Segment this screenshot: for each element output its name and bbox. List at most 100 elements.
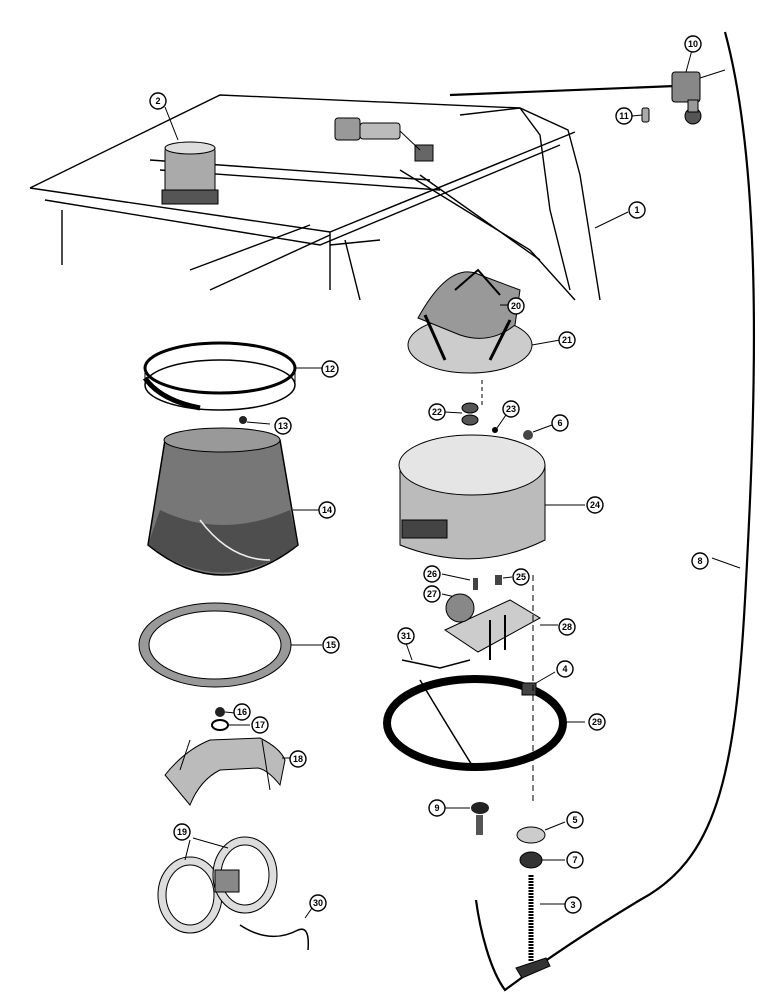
callout-30: 30 [309, 894, 327, 912]
leader-4 [535, 671, 556, 684]
callout-number: 8 [697, 556, 702, 566]
callout-4: 4 [556, 660, 574, 678]
callout-8: 8 [691, 552, 709, 570]
clip-4 [521, 682, 537, 696]
callout-number: 5 [572, 815, 577, 825]
callout-5: 5 [566, 811, 584, 829]
callout-number: 15 [326, 640, 336, 650]
callout-circle [588, 713, 606, 731]
callout-circle [251, 716, 269, 734]
callout-12: 12 [321, 360, 339, 378]
leader-21 [531, 339, 561, 346]
callout-number: 17 [255, 720, 265, 730]
motor-plate [443, 593, 542, 660]
callout-circle [428, 403, 446, 421]
callout-3: 3 [564, 896, 582, 914]
beacon-dome-lens [147, 427, 299, 576]
callout-16: 16 [233, 703, 251, 721]
callout-20: 20 [507, 297, 525, 315]
callout-2: 2 [149, 92, 167, 110]
callout-circle [628, 201, 646, 219]
fitting-11 [641, 107, 650, 123]
leader-26 [441, 573, 471, 581]
callout-number: 2 [155, 96, 160, 106]
callout-number: 25 [516, 572, 526, 582]
callout-number: 6 [557, 418, 562, 428]
callout-circle [397, 627, 415, 645]
callout-15: 15 [322, 636, 340, 654]
bearings-22 [461, 402, 479, 426]
callout-24: 24 [586, 496, 604, 514]
leader-19b [192, 837, 229, 849]
callout-21: 21 [558, 331, 576, 349]
callout-number: 22 [432, 407, 442, 417]
callout-number: 27 [427, 589, 437, 599]
callout-circle [173, 823, 191, 841]
callout-circle [507, 297, 525, 315]
callout-circle [551, 414, 569, 432]
screw-25 [495, 575, 502, 585]
callout-23: 23 [502, 400, 520, 418]
callout-28: 28 [558, 618, 576, 636]
callout-circle [512, 568, 530, 586]
callout-circle [309, 894, 327, 912]
callout-25: 25 [512, 568, 530, 586]
callout-number: 11 [619, 111, 629, 121]
callout-6: 6 [551, 414, 569, 432]
leader-8 [711, 557, 741, 569]
callout-circle [556, 660, 574, 678]
callout-circle [502, 400, 520, 418]
leader-6 [532, 424, 553, 433]
callout-circle [558, 331, 576, 349]
callout-17: 17 [251, 716, 269, 734]
callout-number: 4 [562, 664, 567, 674]
callout-22: 22 [428, 403, 446, 421]
base-ring [383, 675, 567, 771]
leader-30 [304, 907, 313, 919]
nut-6 [523, 430, 533, 440]
leader-13 [246, 421, 271, 425]
callout-19: 19 [173, 823, 191, 841]
callout-27: 27 [423, 585, 441, 603]
callout-circle [691, 552, 709, 570]
lamp-assembly [157, 836, 278, 934]
callout-circle [684, 35, 702, 53]
callout-1: 1 [628, 201, 646, 219]
leader-5 [544, 821, 566, 831]
nut-7 [519, 851, 543, 869]
callout-26: 26 [423, 565, 441, 583]
callout-circle [274, 417, 292, 435]
callout-number: 9 [434, 803, 439, 813]
callout-number: 10 [688, 39, 698, 49]
callout-number: 30 [313, 898, 323, 908]
wiring-harness [474, 31, 756, 992]
callout-14: 14 [318, 501, 336, 519]
callout-number: 20 [511, 301, 521, 311]
callout-number: 29 [592, 717, 602, 727]
callout-31: 31 [397, 627, 415, 645]
roof-motor [334, 117, 434, 162]
callout-number: 1 [634, 205, 639, 215]
callout-29: 29 [588, 713, 606, 731]
callout-circle [423, 585, 441, 603]
washer-5 [516, 826, 546, 844]
leader-1 [594, 211, 629, 229]
callout-circle [566, 811, 584, 829]
callout-circle [558, 618, 576, 636]
screw-13 [239, 416, 247, 424]
callout-number: 23 [506, 404, 516, 414]
reflector-assembly [407, 268, 533, 374]
callout-circle [615, 107, 633, 125]
callout-circle [321, 360, 339, 378]
callout-number: 24 [590, 500, 600, 510]
leader-16 [224, 711, 236, 714]
switch-assembly [671, 69, 726, 125]
callout-circle [564, 896, 582, 914]
callout-number: 7 [572, 855, 577, 865]
gasket [138, 602, 292, 688]
callout-number: 19 [177, 827, 187, 837]
callout-number: 28 [562, 622, 572, 632]
callout-number: 26 [427, 569, 437, 579]
clamp-ring [142, 341, 297, 411]
